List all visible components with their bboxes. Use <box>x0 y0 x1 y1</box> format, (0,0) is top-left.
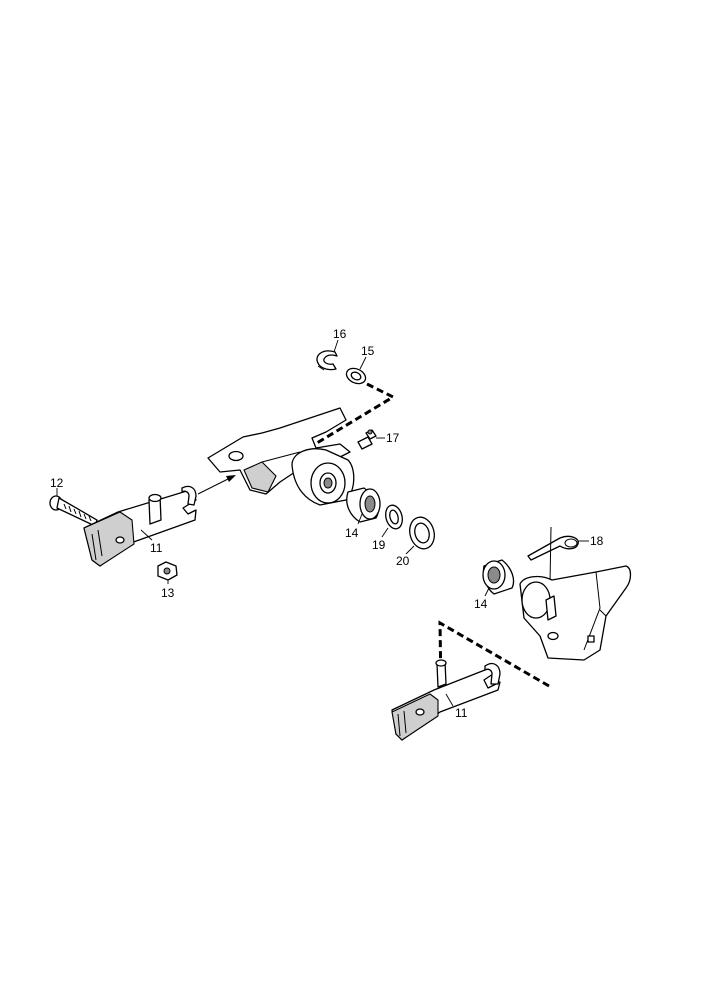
part-17-grease-nipple <box>357 429 377 450</box>
part-main-lever-upper <box>207 407 355 506</box>
part-main-lever-lower <box>519 565 632 661</box>
callout-20: 20 <box>396 554 410 568</box>
part-14-bushing-upper <box>346 487 381 523</box>
callout-13: 13 <box>161 586 175 600</box>
part-16-e-clip <box>316 350 338 371</box>
callout-14-lower: 14 <box>474 597 488 611</box>
part-15-washer <box>345 367 367 385</box>
part-11-rod-right <box>391 659 501 741</box>
part-19-washer <box>385 504 403 530</box>
callout-11-left: 11 <box>150 541 163 555</box>
callout-15: 15 <box>361 344 375 358</box>
assembly-arrow <box>197 475 236 495</box>
part-14-bushing-lower <box>482 559 515 595</box>
callout-16: 16 <box>333 327 347 341</box>
part-20-large-washer <box>409 516 435 550</box>
part-13-nut <box>157 561 178 581</box>
callout-14-upper: 14 <box>345 526 359 540</box>
callout-12: 12 <box>50 476 64 490</box>
callout-17: 17 <box>386 431 400 445</box>
callout-11-right: 11 <box>455 706 468 720</box>
callout-19: 19 <box>372 538 386 552</box>
part-18-spring-clip <box>527 535 579 561</box>
part-11-rod-left <box>83 485 197 567</box>
callout-18: 18 <box>590 534 604 548</box>
part-12-screw <box>49 495 98 527</box>
